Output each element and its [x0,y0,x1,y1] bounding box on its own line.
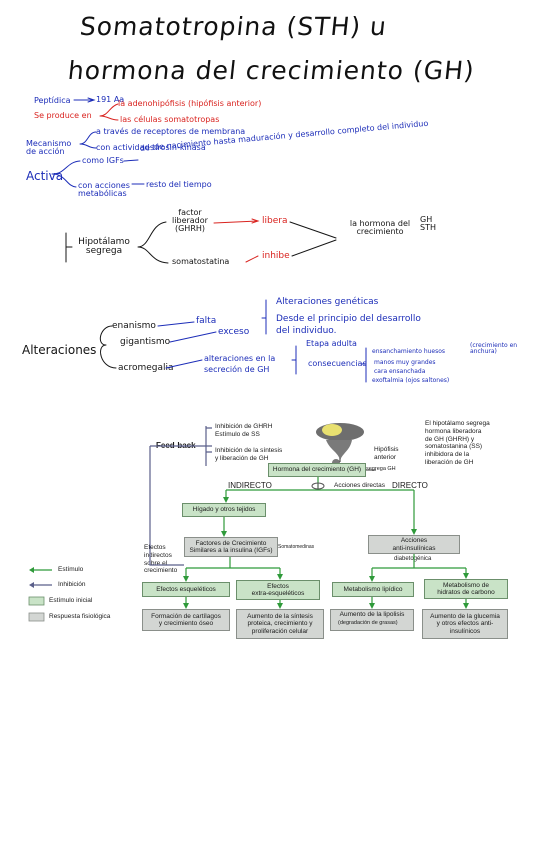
alt-alteraciones: Alteraciones [22,343,97,357]
alt-manos: manos muy grandes [374,359,436,366]
alt-etapa-adulta: Etapa adulta [306,339,357,348]
box-hormona: Hormona del crecimiento (GH) [268,463,366,477]
alt-consecuencias: consecuencias [308,359,367,368]
diagram-inhib-list: Inhibición de GHRH Estímulo de SS [215,423,273,438]
brace-produce [99,103,119,121]
hyp-result: la hormona del crecimiento [349,219,411,236]
alt-exoftalmia: exoftalmia (ojos saltones) [372,377,450,384]
note-adenohipofisis: la adenohipófisis (hipófisis anterior) [118,99,262,108]
brace-activa [51,160,81,188]
alt-secrecion: alteraciones en la secreción de GH [204,354,276,375]
box-lipidico: Metabolismo lipídico [332,582,414,597]
alt-geneticas: Alteraciones genéticas [276,297,379,307]
note-mecanismo: Mecanismo de acción [26,139,72,156]
alt-exceso: exceso [218,327,250,337]
note-resto: resto del tiempo [146,180,212,189]
box-factores: Factores de Crecimiento Similares a la i… [184,537,278,557]
note-igfs: como IGFs [82,156,124,165]
note-receptores: a través de receptores de membrana [96,127,246,136]
legend-inhibicion: Inhibición [58,581,86,588]
alt-desde-principio: Desde el principio del desarrollo del in… [276,314,421,336]
hyp-libera: libera [262,216,288,226]
box-lipolisis: Aumento de la lipolisis [330,609,414,631]
alt-acromegalia: acromegalia [118,363,174,373]
legend-estimulo: Estímulo [58,566,84,573]
box-cartilagos: Formación de cartílagos y crecimiento ós… [142,609,230,631]
diagram-hipofisis: Hipófisis anterior [374,446,399,461]
note-acciones: con acciones metabólicas [78,181,130,198]
merge-hormona [289,221,337,257]
diagram-hipotalamo-desc: El hipotálamo segrega hormona liberadora… [425,420,490,466]
legend-inicial: Estímulo inicial [49,597,93,604]
alt-falta: falta [196,316,217,326]
branch-hipotalamo [137,221,169,264]
brace-acromegalia [291,345,297,375]
box-extra: Efectos extra-esqueléticos [236,580,320,600]
alt-gigantismo: gigantismo [120,337,171,347]
arrow-inhibe [245,255,259,263]
brace-consecuencias [361,347,367,383]
hyp-gh-sth: GH STH [420,215,436,232]
diagram-efectos-indirectos: Efectos indirectos sobre el crecimiento [144,544,178,575]
box-glucemia: Aumento de la glucemia y otros efectos a… [422,609,508,639]
diagram-indirecto: INDIRECTO [228,481,272,490]
alt-enanismo: enanismo [112,321,156,331]
note-peptidica: Peptídica [34,96,71,105]
legend-fisiologica: Respuesta fisiológica [49,613,111,620]
diagram-somatomedinas: Somatomedinas [278,544,315,550]
note-actividad: con actividad tirosin-kinasa [96,143,206,152]
hyp-inhibe: inhibe [262,251,290,261]
box-sintesis: Aumento de la síntesis proteica, crecimi… [236,609,324,639]
note-aa: 191 Aa [96,95,125,104]
diagram-degradacion: (degradación de grasas) [338,620,398,626]
hyp-somatostatina: somatostatina [172,257,230,266]
box-hidratos: Metabolismo de hidratos de carbono [424,579,508,599]
box-acciones-anti: Acciones anti-insulínicas [368,535,460,554]
brace-mecanismo [79,131,97,149]
brace-hipotalamo [65,232,73,263]
box-higado: Hígado y otros tejidos [182,503,266,517]
note-celulas: las células somatotropas [120,115,220,124]
hyp-factor: factor liberador (GHRH) [172,208,208,233]
diagram-acciones-directas: Acciones directas [334,482,385,489]
diagram-segrega-gh: segrega GH [366,466,396,472]
hyp-hipotalamo: Hipotálamo segrega [78,237,130,256]
brace-alteraciones [99,325,117,369]
diagram-directo: DIRECTO [392,481,428,490]
alt-crecimiento-anchura: (crecimiento en anchura) [470,342,518,355]
arrow-libera [213,220,259,224]
note-se-produce: Se produce en [34,111,92,120]
box-esqueleticos: Efectos esqueléticos [142,582,230,597]
alt-ensanchamiento: ensanchamiento huesos [372,348,446,355]
alt-cara: cara ensanchada [374,368,426,375]
brace-geneticas [261,299,267,335]
diagram-diabetogenica: diabetogénica [394,556,432,562]
diagram-inhib-sintesis: Inhibición de la síntesis y liberación d… [215,447,283,462]
note-activa: Activa [26,169,64,183]
